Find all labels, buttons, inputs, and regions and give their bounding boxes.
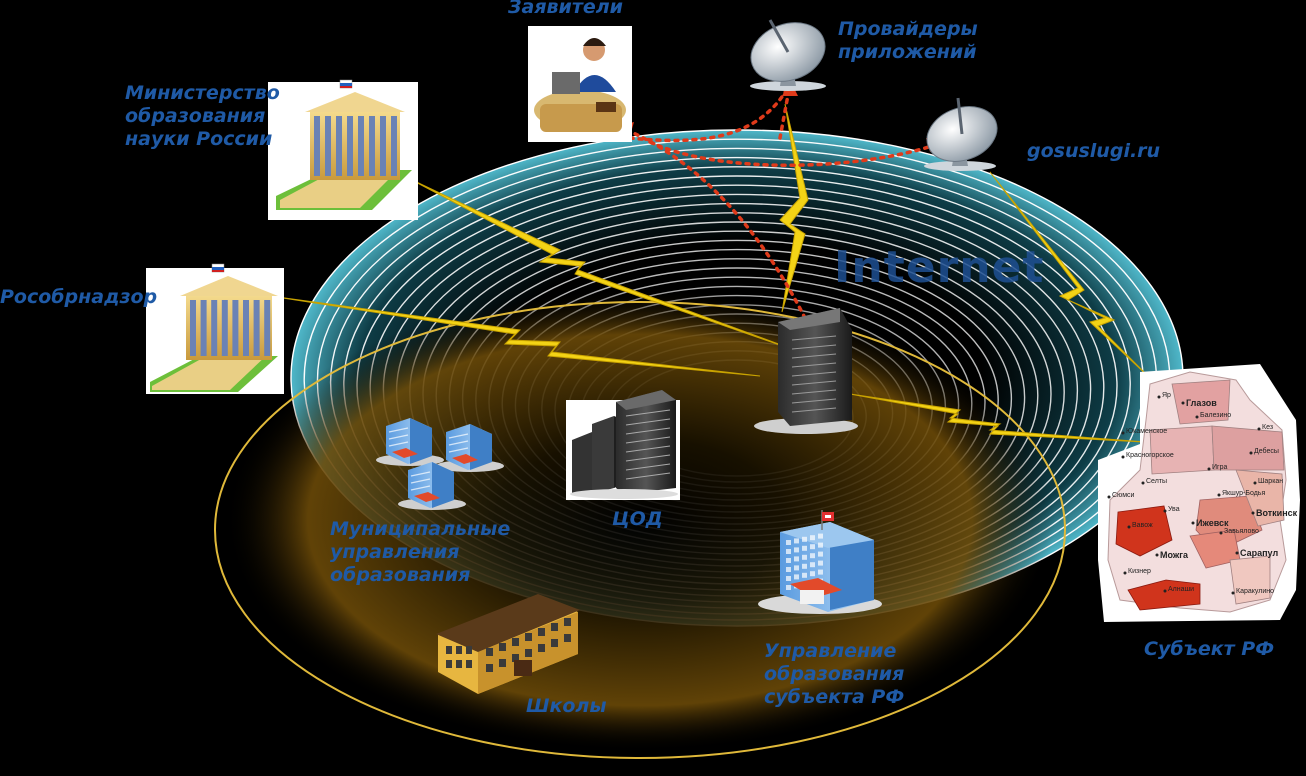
providers-label: Провайдеры приложений bbox=[838, 18, 978, 63]
map-district-label: Селты bbox=[1146, 478, 1168, 485]
cod-label: ЦОД bbox=[612, 508, 663, 530]
map-district-label: Кез bbox=[1262, 424, 1274, 431]
school-building-icon bbox=[436, 594, 580, 694]
municipal-buildings-icon bbox=[376, 418, 504, 510]
map-district-label: Дебесы bbox=[1254, 448, 1279, 455]
region-admin-building-icon bbox=[758, 510, 882, 614]
map-district-label: Красногорское bbox=[1126, 452, 1174, 459]
rosobrnadzor-building-icon bbox=[146, 263, 284, 394]
region-map bbox=[1098, 364, 1300, 622]
central-server bbox=[754, 308, 858, 434]
region-admin-label: Управление образования субъекта РФ bbox=[764, 640, 905, 708]
ministry-building-icon bbox=[268, 79, 418, 220]
map-district-label: Завьялово bbox=[1224, 528, 1259, 535]
map-district-label: Шаркан bbox=[1258, 478, 1284, 485]
map-district-label: Юкаменское bbox=[1126, 428, 1168, 435]
map-district-label: Глазов bbox=[1186, 398, 1217, 408]
applicant-person-icon bbox=[528, 26, 632, 142]
map-district-label: Воткинск bbox=[1256, 508, 1298, 518]
dotted-routes bbox=[620, 82, 937, 320]
map-district-label: Игра bbox=[1212, 464, 1228, 471]
link-rosobrnadzor bbox=[269, 295, 761, 377]
map-district-label: Ижевск bbox=[1196, 518, 1229, 528]
rosobrnadzor-label: Рособрнадзор bbox=[0, 286, 158, 308]
municipal-label: Муниципальные управления образования bbox=[330, 518, 511, 586]
map-district-label: Каракулино bbox=[1236, 588, 1274, 595]
map-district-label: Ува bbox=[1168, 506, 1180, 513]
map-district-label: Сарапул bbox=[1240, 548, 1279, 558]
ministry-label: Министерство образования науки России bbox=[125, 82, 280, 150]
applicants-label: Заявители bbox=[508, 0, 623, 18]
map-district-label: Алнаши bbox=[1168, 586, 1195, 593]
map-district-label: Якшур-Бодья bbox=[1222, 490, 1266, 497]
subject-label: Субъект РФ bbox=[1144, 638, 1275, 660]
internet-label: Internet bbox=[834, 242, 1045, 293]
link-providers bbox=[779, 103, 809, 313]
schools-label: Школы bbox=[526, 695, 607, 717]
map-district-label: Можга bbox=[1160, 550, 1189, 560]
map-district-label: Сюмси bbox=[1112, 492, 1135, 499]
gosuslugi-label: gosuslugi.ru bbox=[1027, 140, 1161, 162]
map-district-label: Балезино bbox=[1200, 412, 1232, 419]
map-district-label: Яр bbox=[1162, 392, 1171, 399]
cod-racks bbox=[566, 390, 680, 500]
map-district-label: Кизнер bbox=[1128, 568, 1151, 575]
providers-dish-icon bbox=[750, 19, 826, 91]
map-district-label: Вавож bbox=[1132, 522, 1153, 529]
gosuslugi-dish-icon bbox=[924, 97, 998, 171]
